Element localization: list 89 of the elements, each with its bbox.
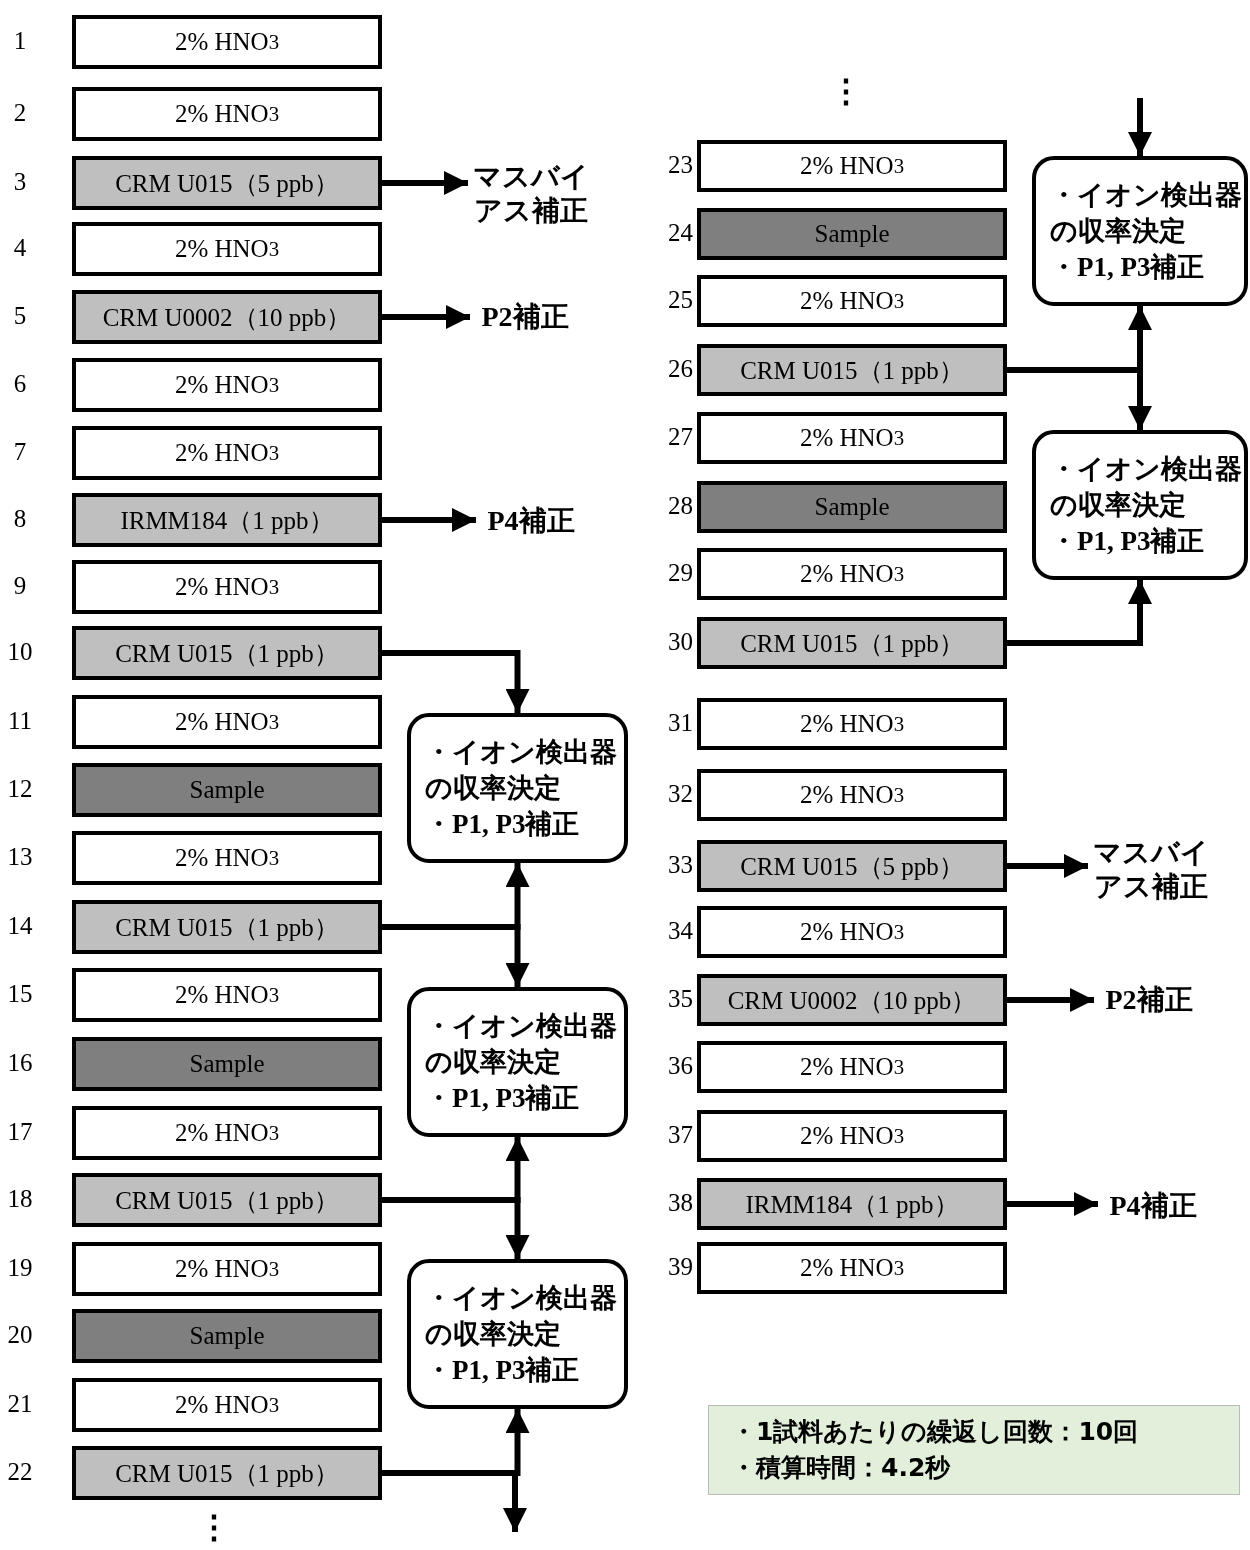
standard-box: CRM U015（1 ppb） xyxy=(72,1173,382,1227)
correction-label: P2補正 xyxy=(1105,983,1193,1017)
standard-box: IRMM184（1 ppb） xyxy=(72,493,382,547)
arrow xyxy=(382,650,530,713)
position-number: 10 xyxy=(6,638,34,666)
correction-label: P2補正 xyxy=(481,300,569,334)
sample-box: Sample xyxy=(72,1309,382,1363)
position-number: 8 xyxy=(12,505,28,533)
bullet-text: ・イオン検出器の収率決定 xyxy=(1050,453,1243,522)
standard-box: CRM U015（5 ppb） xyxy=(72,156,382,210)
standard-box: CRM U015（5 ppb） xyxy=(697,840,1007,892)
position-number: 22 xyxy=(6,1458,34,1486)
position-number: 28 xyxy=(667,492,693,520)
position-number: 26 xyxy=(667,355,693,383)
ellipsis: ⋮ xyxy=(830,72,862,110)
position-number: 11 xyxy=(6,707,34,735)
arrow xyxy=(1007,580,1152,646)
arrow xyxy=(382,171,468,195)
bullet-text: ・P1, P3補正 xyxy=(425,808,581,841)
position-number: 34 xyxy=(667,917,693,945)
position-number: 12 xyxy=(6,775,34,803)
arrow xyxy=(382,1470,527,1532)
position-number: 27 xyxy=(667,423,693,451)
position-number: 33 xyxy=(667,851,693,879)
position-number: 13 xyxy=(6,843,34,871)
position-number: 1 xyxy=(12,27,28,55)
position-number: 29 xyxy=(667,559,693,587)
standard-box: CRM U015（1 ppb） xyxy=(72,1446,382,1500)
bullet-text: ・イオン検出器の収率決定 xyxy=(1050,179,1243,248)
position-number: 24 xyxy=(667,219,693,247)
position-number: 30 xyxy=(667,628,693,656)
arrow xyxy=(382,924,530,987)
sample-box: Sample xyxy=(72,763,382,817)
arrow xyxy=(382,508,476,532)
bullet-text: ・P1, P3補正 xyxy=(425,1354,581,1387)
position-number: 37 xyxy=(667,1121,693,1149)
correction-label: P4補正 xyxy=(1109,1189,1197,1223)
bullet-text: ・P1, P3補正 xyxy=(1050,525,1206,558)
position-number: 20 xyxy=(6,1321,34,1349)
note-text: ・積算時間：4.2秒 xyxy=(731,1452,952,1484)
arrow xyxy=(1007,988,1094,1012)
bullet-text: ・P1, P3補正 xyxy=(1050,251,1206,284)
position-number: 15 xyxy=(6,980,34,1008)
position-number: 5 xyxy=(12,302,28,330)
sample-box: Sample xyxy=(72,1037,382,1091)
position-number: 19 xyxy=(6,1254,34,1282)
sample-box: Sample xyxy=(697,481,1007,533)
position-number: 14 xyxy=(6,912,34,940)
position-number: 31 xyxy=(667,709,693,737)
standard-box: CRM U015（1 ppb） xyxy=(697,617,1007,669)
arrow xyxy=(382,1197,530,1259)
correction-label: マスバイアス補正 xyxy=(471,160,590,228)
position-number: 25 xyxy=(667,286,693,314)
position-number: 2 xyxy=(12,99,28,127)
sample-box: Sample xyxy=(697,208,1007,260)
position-number: 38 xyxy=(667,1189,693,1217)
bullet-text: ・イオン検出器の収率決定 xyxy=(425,736,618,805)
position-number: 17 xyxy=(6,1118,34,1146)
standard-box: CRM U015（1 ppb） xyxy=(72,626,382,680)
arrow xyxy=(1128,98,1152,156)
standard-box: CRM U015（1 ppb） xyxy=(72,900,382,954)
position-number: 36 xyxy=(667,1052,693,1080)
standard-box: IRMM184（1 ppb） xyxy=(697,1178,1007,1230)
position-number: 21 xyxy=(6,1390,34,1418)
position-number: 7 xyxy=(12,438,28,466)
position-number: 3 xyxy=(12,168,28,196)
arrow xyxy=(1007,367,1152,430)
bullet-text: ・イオン検出器の収率決定 xyxy=(425,1010,618,1079)
position-number: 9 xyxy=(12,572,28,600)
note-text: ・1試料あたりの繰返し回数：10回 xyxy=(731,1416,1140,1448)
bullet-text: ・イオン検出器の収率決定 xyxy=(425,1282,618,1351)
standard-box: CRM U0002（10 ppb） xyxy=(72,290,382,344)
standard-box: CRM U0002（10 ppb） xyxy=(697,974,1007,1026)
position-number: 18 xyxy=(6,1185,34,1213)
position-number: 39 xyxy=(667,1253,693,1281)
position-number: 16 xyxy=(6,1049,34,1077)
arrow xyxy=(382,305,470,329)
position-number: 23 xyxy=(667,151,693,179)
ellipsis: ⋮ xyxy=(198,1508,230,1546)
arrow xyxy=(1007,1192,1098,1216)
position-number: 35 xyxy=(667,985,693,1013)
position-number: 6 xyxy=(12,370,28,398)
position-number: 4 xyxy=(12,234,28,262)
arrow xyxy=(1007,854,1088,878)
standard-box: CRM U015（1 ppb） xyxy=(697,344,1007,396)
correction-label: P4補正 xyxy=(487,504,575,538)
correction-label: マスバイアス補正 xyxy=(1091,836,1210,904)
position-number: 32 xyxy=(667,780,693,808)
bullet-text: ・P1, P3補正 xyxy=(425,1082,581,1115)
